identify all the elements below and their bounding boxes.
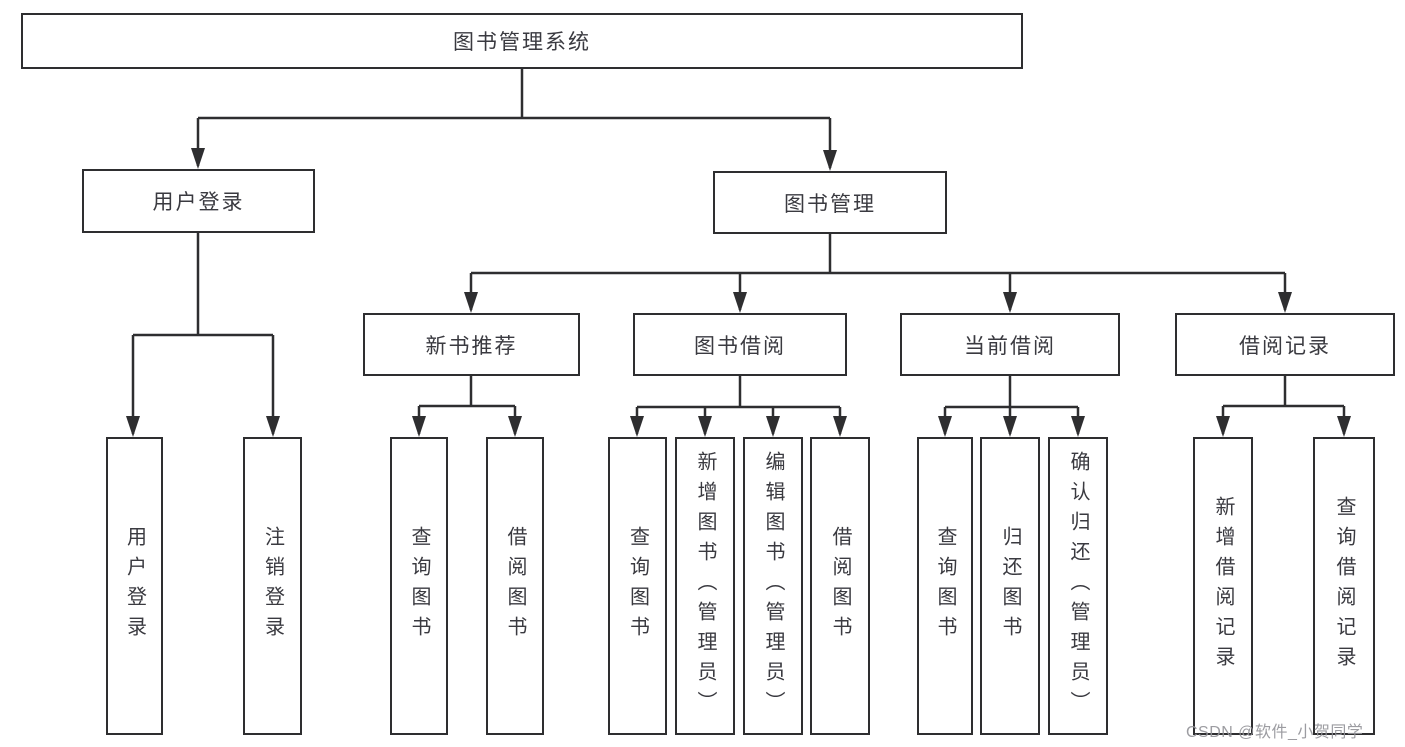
node-book-borrowing: 图书借阅 [633,313,847,376]
node-label: 图书管理 [784,192,876,216]
node-leaf-add-borrow-record: 新增借阅记录 [1193,437,1253,735]
node-borrowing-records: 借阅记录 [1175,313,1395,376]
node-label: 编辑图书（管理员） [762,451,784,721]
node-label: 新书推荐 [425,334,518,358]
node-new-book-recommend: 新书推荐 [363,313,580,376]
node-label: 查询图书 [408,526,430,646]
node-user-login: 用户登录 [82,169,315,233]
node-leaf-return-books: 归还图书 [980,437,1040,735]
node-label: 图书管理系统 [453,31,591,54]
node-leaf-query-borrow-record: 查询借阅记录 [1313,437,1375,735]
node-label: 新增图书（管理员） [694,451,716,721]
node-label: 归还图书 [999,526,1021,646]
node-leaf-query-books-current: 查询图书 [917,437,973,735]
node-leaf-query-books-borrowing: 查询图书 [608,437,667,735]
node-leaf-add-books-admin: 新增图书（管理员） [675,437,735,735]
node-leaf-edit-books-admin: 编辑图书（管理员） [743,437,803,735]
node-label: 注销登录 [261,526,284,646]
node-leaf-borrow-books: 借阅图书 [810,437,870,735]
node-label: 确认归还（管理员） [1067,451,1089,721]
node-label: 查询借阅记录 [1333,496,1355,676]
node-label: 借阅图书 [829,526,851,646]
node-leaf-borrow-books-recommend: 借阅图书 [486,437,544,735]
node-book-management: 图书管理 [713,171,947,234]
node-leaf-user-login: 用户登录 [106,437,163,735]
node-label: 查询图书 [934,526,956,646]
node-label: 借阅图书 [504,526,526,646]
node-label: 查询图书 [626,526,649,646]
csdn-watermark: CSDN @软件_小贺同学 [1186,724,1364,741]
node-label: 借阅记录 [1239,334,1331,358]
node-library-system-root: 图书管理系统 [21,13,1023,69]
node-label: 用户登录 [123,526,146,646]
node-leaf-logout: 注销登录 [243,437,302,735]
node-label: 当前借阅 [964,334,1056,358]
node-label: 新增借阅记录 [1212,496,1234,676]
node-label: 图书借阅 [694,334,786,358]
node-current-borrowing: 当前借阅 [900,313,1120,376]
node-leaf-confirm-return-admin: 确认归还（管理员） [1048,437,1108,735]
node-leaf-query-books-recommend: 查询图书 [390,437,448,735]
node-label: 用户登录 [152,191,245,214]
